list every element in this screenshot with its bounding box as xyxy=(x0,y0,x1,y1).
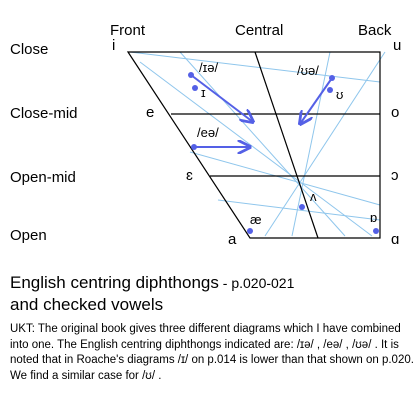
guide-line xyxy=(264,51,386,237)
central-line xyxy=(254,51,319,239)
title-main: English centring diphthongs xyxy=(10,273,219,292)
guide-line xyxy=(217,199,381,221)
vowel-ash: æ xyxy=(250,212,262,227)
dot-upsilon xyxy=(327,87,333,93)
dot-turned-a xyxy=(373,228,379,234)
dot-wedge xyxy=(299,204,305,210)
diagram-title: English centring diphthongs - p.020-021 xyxy=(10,272,294,294)
column-label-front: Front xyxy=(110,22,146,39)
vowel-quadrilateral-diagram: Front Central Back Close Close-mid Open-… xyxy=(10,22,402,248)
diphthong-arrows xyxy=(190,74,333,147)
diphthong-label-ue: /ʊə/ xyxy=(297,63,319,78)
diphthong-label-ie: /ɪə/ xyxy=(199,60,219,75)
vowel-epsilon: ɛ xyxy=(186,167,193,184)
vowel-open-o: ɔ xyxy=(391,167,399,184)
column-label-back: Back xyxy=(358,22,392,39)
vowel-small-i: ɪ xyxy=(201,85,206,100)
arrow-ue xyxy=(300,77,333,124)
dot-ue-start xyxy=(329,75,335,81)
row-label-open: Open xyxy=(10,227,47,244)
vowel-u: u xyxy=(393,37,402,54)
vowel-script-a: ɑ xyxy=(391,231,400,248)
explanatory-note: UKT: The original book gives three diffe… xyxy=(10,323,414,382)
dot-ee-start xyxy=(191,144,197,150)
guide-line xyxy=(291,51,331,237)
guide-lines xyxy=(129,51,386,237)
row-label-open-mid: Open-mid xyxy=(10,169,76,186)
diphthong-label-ee: /eə/ xyxy=(197,125,219,140)
vowel-o: o xyxy=(391,104,400,121)
vowel-chart-svg xyxy=(126,51,386,239)
dot-ie-start xyxy=(188,72,194,78)
vowel-a: a xyxy=(228,231,237,248)
dot-ash xyxy=(247,228,253,234)
title-pages: - p.020-021 xyxy=(218,275,295,291)
row-label-close: Close xyxy=(10,41,49,58)
vowel-i: i xyxy=(112,37,116,54)
guide-line xyxy=(129,51,381,83)
dot-small-i xyxy=(192,85,198,91)
vowel-turned-a: ɒ xyxy=(370,210,378,225)
frame-outline xyxy=(126,51,381,239)
arrow-ie xyxy=(190,74,253,122)
guide-line xyxy=(139,61,373,237)
vowel-upsilon: ʊ xyxy=(336,87,344,102)
title-line2: and checked vowels xyxy=(10,295,164,314)
guide-line xyxy=(189,151,381,206)
vowel-wedge: ʌ xyxy=(310,189,317,204)
row-label-close-mid: Close-mid xyxy=(10,105,78,122)
guide-line xyxy=(179,51,346,237)
vowel-dots xyxy=(188,72,379,234)
vowel-e: e xyxy=(146,104,155,121)
column-label-central: Central xyxy=(235,22,284,39)
quadrilateral-frame xyxy=(126,51,381,239)
